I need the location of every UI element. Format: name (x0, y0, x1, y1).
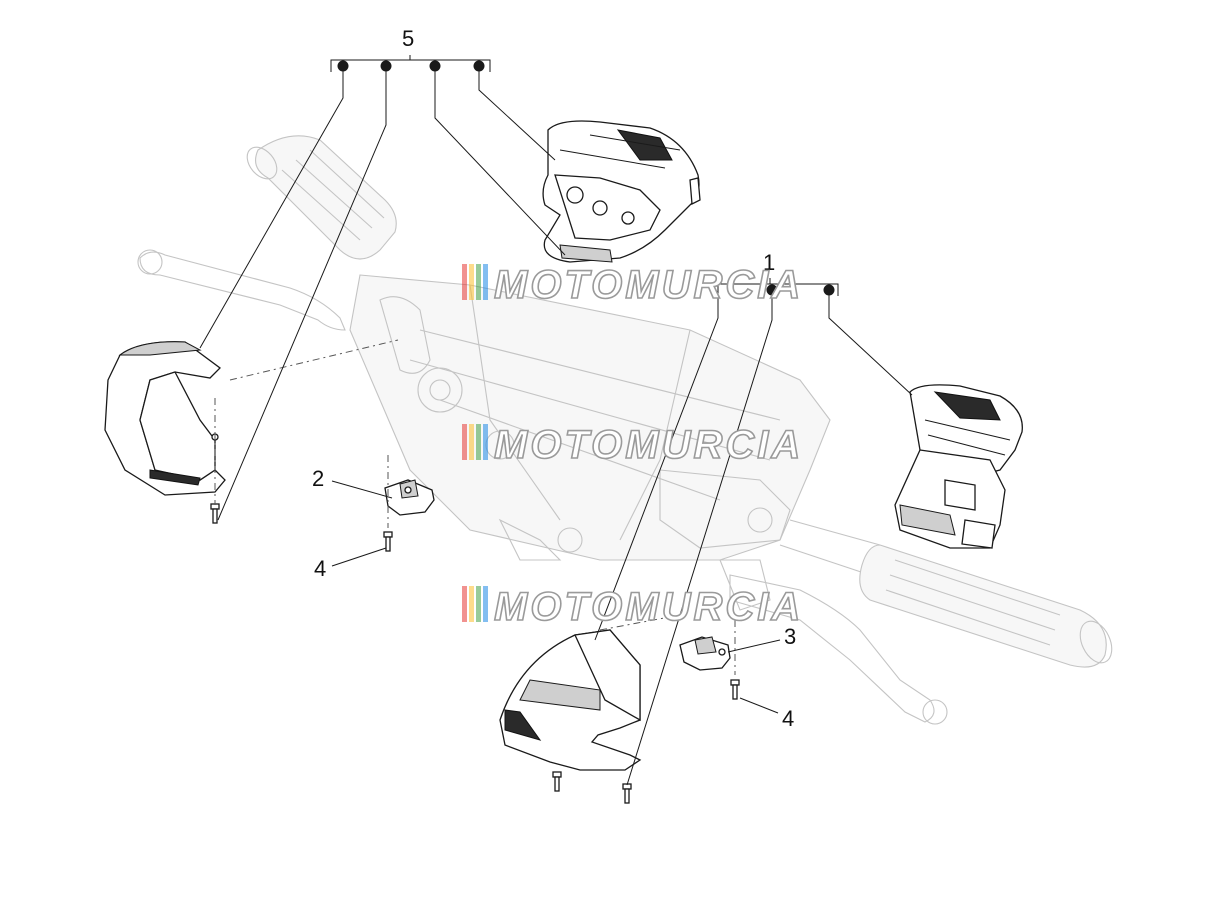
bracket-dots (337, 60, 835, 296)
watermark-stripe (476, 586, 481, 622)
assembly-axis-lines (214, 339, 736, 675)
leader-lines (199, 55, 913, 786)
bracket-dot (380, 60, 392, 72)
watermark-stripe (469, 424, 474, 460)
callout-2: 2 (312, 466, 324, 491)
watermark-stripe (462, 586, 467, 622)
watermark-text: MOTOMURCIA (494, 585, 803, 629)
watermark-group: MOTOMURCIA MOTOMURCIA MOTOMURCIA (462, 262, 803, 630)
bracket-dot (823, 284, 835, 296)
bracket-dot (429, 60, 441, 72)
watermark-logo: MOTOMURCIA (462, 422, 803, 468)
left-hand-guard-part (104, 341, 226, 496)
left-switch-housing-part (542, 120, 701, 263)
watermark-stripe (469, 264, 474, 300)
watermark-stripe (469, 586, 474, 622)
watermark-stripe (462, 264, 467, 300)
callout-4-right: 4 (782, 706, 794, 731)
screw-right-guard-a (552, 771, 562, 792)
screw-right-guard-b (622, 783, 632, 804)
bracket-dot (766, 284, 778, 296)
stop-switch-right-part (679, 636, 731, 671)
bracket-dot (337, 60, 349, 72)
callout-3: 3 (784, 624, 796, 649)
watermark-text: MOTOMURCIA (494, 423, 803, 467)
screw-left-switch (383, 531, 393, 552)
watermark-stripe (483, 264, 488, 300)
bracket-dot (473, 60, 485, 72)
watermark-stripe (476, 424, 481, 460)
watermark-stripe (476, 264, 481, 300)
handlebar-assembly-ghost (137, 135, 1113, 725)
stop-switch-left-part (384, 479, 435, 516)
watermark-stripe (483, 424, 488, 460)
screw-right-switch (730, 679, 740, 700)
callout-1: 1 (763, 250, 775, 275)
watermark-text: MOTOMURCIA (494, 263, 803, 307)
watermark-logo: MOTOMURCIA (462, 584, 803, 630)
callout-labels: 5 1 2 4 3 4 (312, 26, 796, 731)
callout-5: 5 (402, 26, 414, 51)
watermark-stripe (483, 586, 488, 622)
screw-left-guard (210, 503, 220, 524)
watermark-stripe (462, 424, 467, 460)
right-hand-guard-part (499, 629, 642, 771)
callout-4-left: 4 (314, 556, 326, 581)
watermark-logo: MOTOMURCIA (462, 262, 803, 308)
right-switch-housing-part (894, 384, 1023, 549)
